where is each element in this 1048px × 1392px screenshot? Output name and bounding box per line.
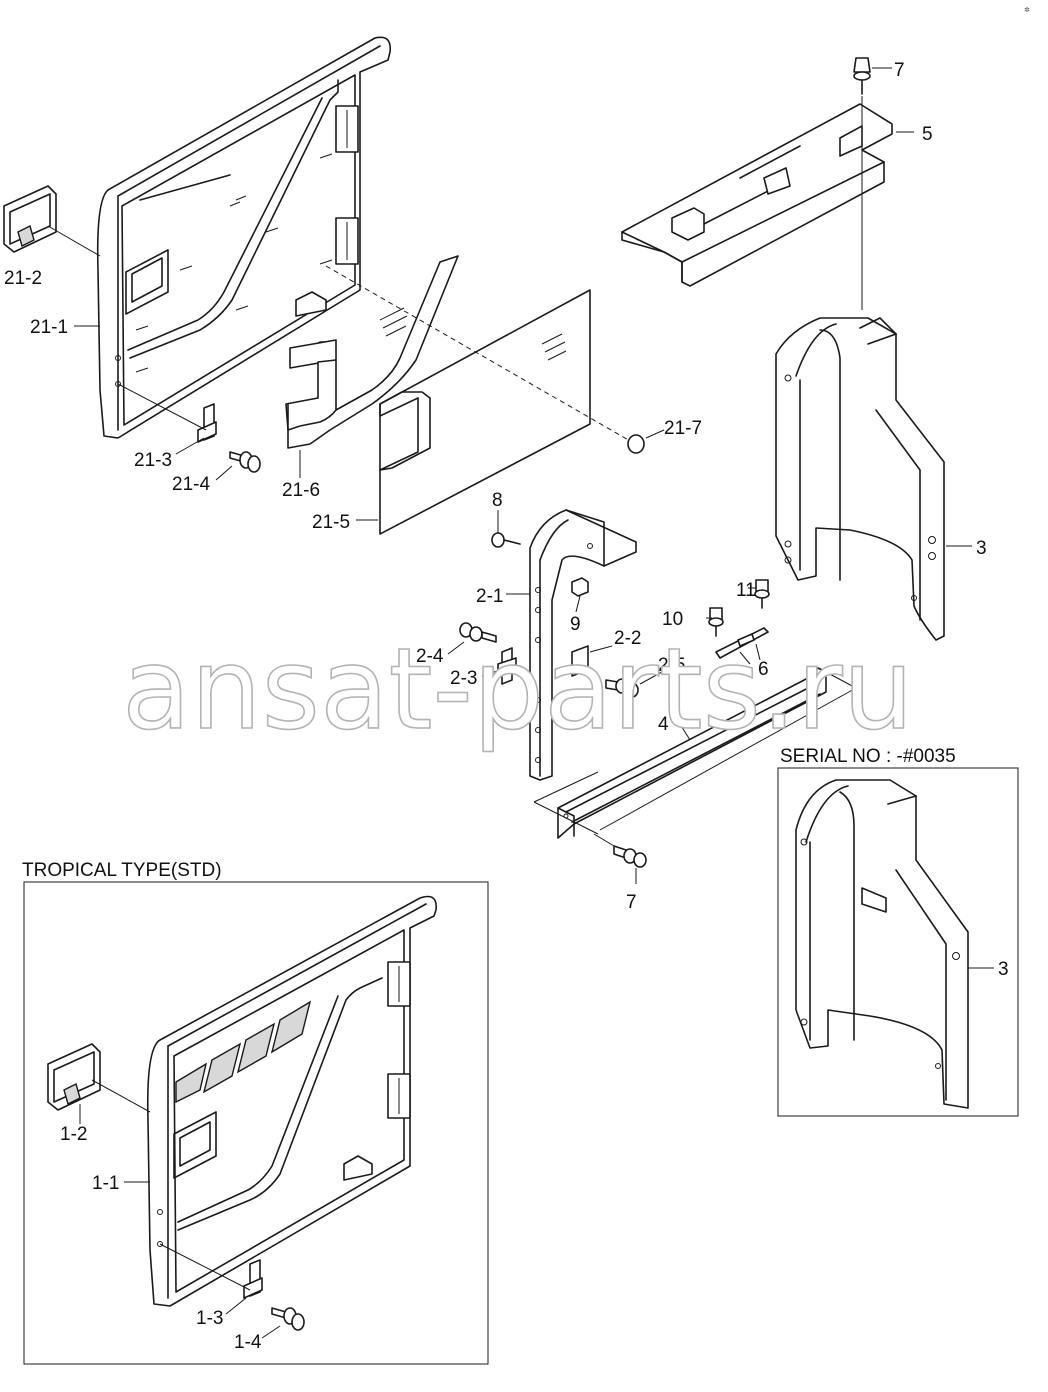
bracket-2-1 (510, 509, 637, 781)
label-21-2: 21-2 (4, 268, 42, 289)
label-1-1: 1-1 (92, 1173, 119, 1194)
label-21-1: 21-1 (30, 317, 68, 338)
label-1-2: 1-2 (60, 1124, 87, 1145)
label-1-4: 1-4 (234, 1332, 262, 1353)
label-21-5: 21-5 (312, 512, 350, 533)
serial-no-header: SERIAL NO : -#0035 (780, 746, 956, 767)
watermark: ansat-parts.ru (122, 625, 914, 755)
label-2-4: 2-4 (416, 646, 444, 667)
foam-21-6 (285, 255, 459, 449)
clip-21-3 (117, 383, 217, 443)
latch-21-2 (3, 185, 101, 257)
label-3-inset: 3 (998, 959, 1009, 980)
corner-mark: ✲ (1024, 6, 1030, 14)
clip-2-2 (571, 645, 613, 677)
clip-2-3 (497, 647, 517, 685)
plug-21-7 (325, 265, 665, 454)
label-9: 9 (570, 614, 581, 635)
channel-4 (533, 667, 857, 853)
bolt-8 (491, 510, 521, 548)
label-10: 10 (662, 609, 683, 630)
label-21-7: 21-7 (664, 418, 702, 439)
label-3-main: 3 (976, 538, 987, 559)
serial-inset (777, 767, 1019, 1117)
label-7-top: 7 (894, 60, 905, 81)
label-21-4: 21-4 (172, 474, 210, 495)
label-2-2: 2-2 (614, 628, 641, 649)
label-2-5: 2-5 (658, 655, 685, 676)
foam-21-5 (379, 289, 591, 535)
bolt-10 (708, 607, 724, 637)
tropical-type-header: TROPICAL TYPE(STD) (22, 860, 222, 881)
label-21-6: 21-6 (282, 480, 320, 501)
bolt-21-4 (229, 451, 261, 473)
rod-6 (715, 627, 769, 661)
bolt-2-4 (459, 622, 497, 643)
plate-5 (621, 103, 914, 287)
label-11: 11 (736, 580, 756, 601)
column-3 (775, 317, 972, 641)
nut-9 (571, 577, 589, 597)
label-21-3: 21-3 (134, 450, 172, 471)
bolt-7-bottom (613, 845, 647, 868)
label-2-3: 2-3 (450, 668, 477, 689)
label-4: 4 (658, 714, 669, 735)
door-assembly-21 (96, 36, 392, 439)
bolt-2-5 (605, 671, 663, 698)
label-1-3: 1-3 (196, 1308, 223, 1329)
leader-lines (74, 325, 756, 1339)
label-6: 6 (758, 659, 769, 680)
label-8: 8 (492, 490, 503, 511)
bolt-11 (754, 579, 770, 609)
label-7-bottom: 7 (626, 892, 637, 913)
tropical-inset (23, 881, 489, 1365)
part-labels: 7 5 21-2 21-1 21-3 21-4 21-6 21-5 21-7 3… (4, 60, 1009, 1353)
label-5: 5 (922, 124, 933, 145)
bolt-7-top (853, 57, 892, 310)
label-2-1: 2-1 (476, 586, 503, 607)
